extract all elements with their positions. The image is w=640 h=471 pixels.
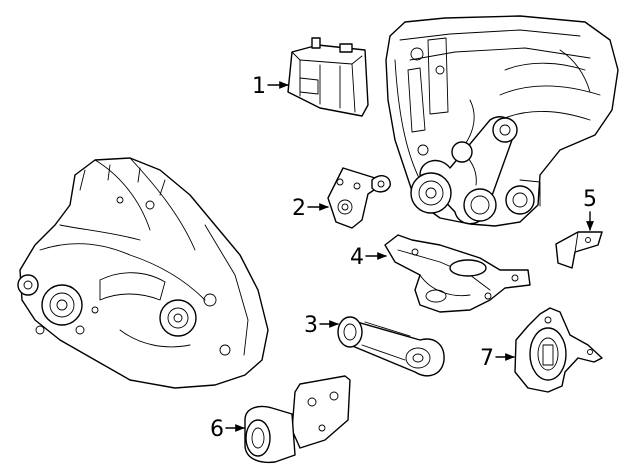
svg-text:6: 6 — [210, 417, 224, 442]
svg-text:4: 4 — [350, 245, 364, 270]
callout-1: 1 — [252, 74, 289, 99]
part-4-main-mount — [384, 234, 531, 313]
part-5-small-bracket — [555, 231, 603, 269]
callout-5: 5 — [583, 187, 597, 231]
svg-text:2: 2 — [292, 196, 306, 221]
svg-text:7: 7 — [480, 346, 494, 371]
part-6-bushing-mount — [244, 375, 351, 464]
part-7-engine-mount — [514, 307, 603, 393]
transmission-assembly — [17, 157, 269, 389]
callout-3: 3 — [304, 313, 339, 338]
part-1-mount-bracket — [287, 37, 369, 117]
part-3-torque-rod — [337, 316, 445, 377]
svg-text:3: 3 — [304, 313, 318, 338]
svg-text:1: 1 — [252, 74, 266, 99]
part-2-plate-bracket — [327, 167, 391, 229]
callout-6: 6 — [210, 417, 245, 442]
engine-block — [385, 15, 619, 227]
callout-7: 7 — [480, 346, 515, 371]
callout-4: 4 — [350, 245, 387, 270]
callout-2: 2 — [292, 196, 329, 221]
svg-text:5: 5 — [583, 187, 597, 212]
